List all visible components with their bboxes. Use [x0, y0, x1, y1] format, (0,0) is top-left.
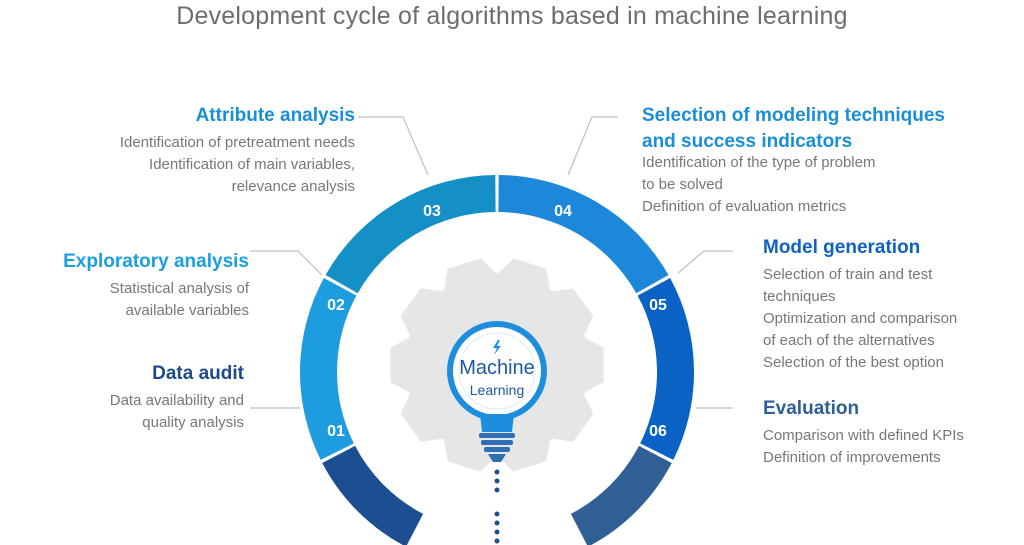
- step-desc-line: Identification of pretreatment needs: [119, 134, 355, 151]
- step-title-02: Exploratory analysis: [63, 251, 249, 272]
- step-desc-02: Statistical analysis of available variab…: [110, 278, 249, 322]
- step-desc-line: to be solved: [642, 176, 723, 193]
- center-label-machine: Machine: [459, 357, 535, 379]
- connector-lines: [250, 116, 733, 409]
- step-desc-line: Definition of evaluation metrics: [642, 198, 847, 215]
- step-desc-line: Selection of train and test: [763, 266, 933, 283]
- lightning-bolt-icon: [493, 340, 501, 355]
- step-title-05: Model generation: [763, 237, 921, 258]
- connector-line-05: [677, 250, 733, 274]
- step-desc-line: Definition of improvements: [763, 449, 941, 466]
- segment-number-05: 05: [649, 297, 667, 314]
- connector-line-04: [567, 116, 618, 176]
- step-title-01: Data audit: [152, 363, 244, 384]
- step-title-03: Attribute analysis: [195, 105, 355, 126]
- step-desc-line: Optimization and comparison: [763, 310, 958, 327]
- connector-line-03: [358, 116, 429, 176]
- step-desc-line: Identification of the type of problem: [642, 154, 876, 171]
- segment-number-02: 02: [327, 297, 345, 314]
- step-title-06: Evaluation: [763, 398, 860, 419]
- step-desc-04: Identification of the type of problem to…: [642, 152, 875, 218]
- step-desc-line: Selection of the best option: [763, 354, 944, 371]
- cycle-ring: [299, 175, 694, 545]
- step-desc-line: of each of the alternatives: [763, 332, 935, 349]
- step-desc-03: Identification of pretreatment needs Ide…: [120, 132, 355, 198]
- step-desc-line: relevance analysis: [231, 178, 355, 195]
- segment-number-01: 01: [327, 423, 345, 440]
- ring-segment-02: [299, 277, 357, 460]
- step-title-line: Selection of modeling techniques: [642, 105, 945, 126]
- ring-segment-06: [570, 445, 672, 545]
- ring-segment-03: [325, 175, 496, 294]
- center-label-learning: Learning: [470, 382, 525, 398]
- page-title: Development cycle of algorithms based in…: [176, 2, 848, 30]
- step-desc-05: Selection of train and test techniques O…: [763, 264, 957, 374]
- step-desc-06: Comparison with defined KPIs Definition …: [763, 425, 964, 469]
- step-desc-line: quality analysis: [142, 414, 244, 431]
- step-title-04: Selection of modeling techniques and suc…: [642, 103, 945, 155]
- ring-segment-01: [322, 445, 424, 545]
- segment-number-04: 04: [554, 203, 572, 220]
- lightbulb-icon: [447, 321, 547, 462]
- step-desc-line: Statistical analysis of: [109, 280, 249, 297]
- ring-segment-05: [637, 277, 694, 460]
- step-desc-line: Data availability and: [109, 392, 244, 409]
- segment-number-03: 03: [423, 203, 441, 220]
- dotted-line: [494, 469, 500, 544]
- connector-line-02: [250, 250, 323, 276]
- step-desc-line: Comparison with defined KPIs: [763, 427, 964, 444]
- step-desc-01: Data availability and quality analysis: [110, 390, 244, 434]
- step-desc-line: techniques: [763, 288, 836, 305]
- segment-number-06: 06: [649, 423, 667, 440]
- step-desc-line: Identification of main variables,: [149, 156, 355, 173]
- step-title-line: and success indicators: [642, 131, 853, 152]
- step-desc-line: available variables: [125, 302, 249, 319]
- ring-segment-04: [498, 175, 669, 294]
